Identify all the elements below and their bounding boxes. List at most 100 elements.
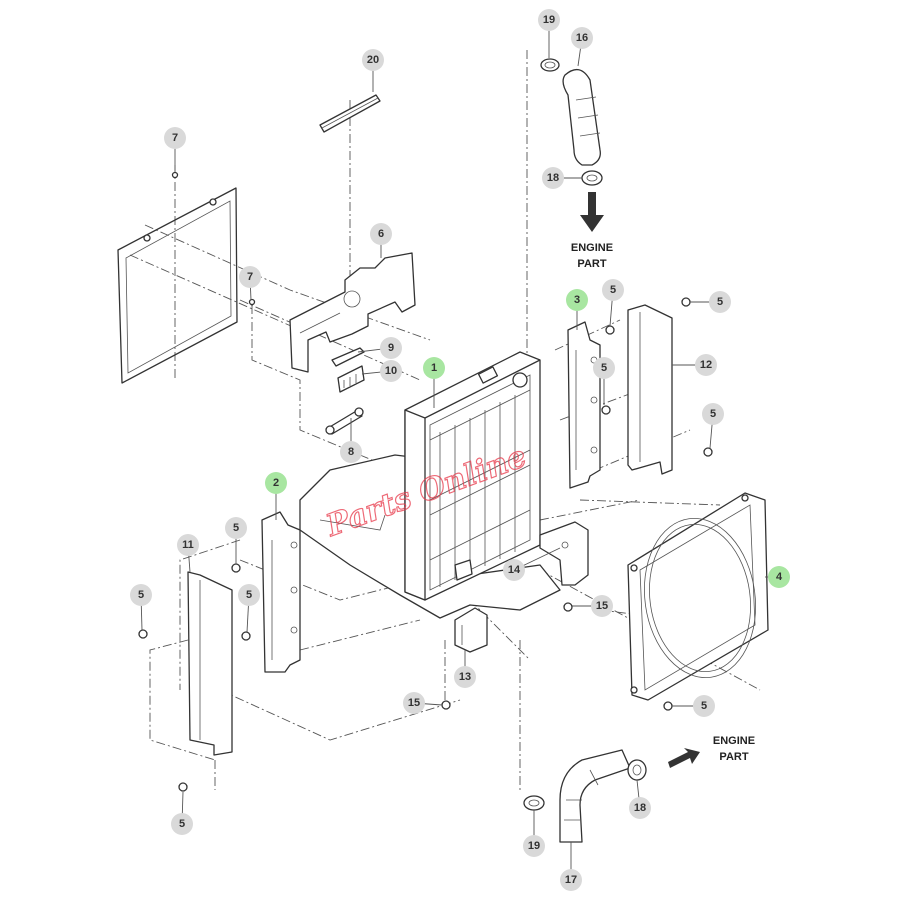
callout-15: 15 (403, 692, 443, 714)
callout-number: 7 (172, 132, 178, 144)
callout-bubble (591, 595, 613, 617)
callout-bubble (542, 167, 564, 189)
callout-number: 3 (574, 294, 580, 306)
callout-number: 18 (547, 172, 559, 184)
part-9-bracket (331, 347, 365, 367)
part-11-left-panel (187, 571, 233, 756)
callout-bubble (239, 266, 261, 288)
callout-18: 18 (629, 779, 651, 819)
callout-bubble (538, 9, 560, 31)
callout-bubble (571, 27, 593, 49)
callout-bubble (702, 403, 724, 425)
fasteners (138, 171, 713, 792)
callout-number: 10 (385, 365, 397, 377)
callout-5: 5 (130, 584, 152, 631)
callout-number: 17 (565, 874, 577, 886)
part-17-lower-hose (559, 749, 631, 843)
callout-number: 5 (246, 589, 252, 601)
callout-7: 7 (239, 266, 261, 301)
callout-bubble (177, 534, 199, 556)
engine-part-label-bottom-line2: PART (719, 751, 748, 763)
callout-bubble (560, 869, 582, 891)
callout-14: 14 (503, 547, 561, 581)
callout-number: 5 (179, 818, 185, 830)
callout-number: 6 (378, 228, 384, 240)
callout-bubble (566, 289, 588, 311)
callout-number: 1 (431, 362, 437, 374)
callout-5: 5 (702, 403, 724, 449)
callout-number: 15 (596, 600, 608, 612)
callout-number: 12 (700, 359, 712, 371)
callout-13: 13 (454, 650, 476, 688)
part-19-upper-clamp (540, 58, 560, 72)
callout-bubble (164, 127, 186, 149)
callout-bubble (593, 357, 615, 379)
callout-3: 3 (566, 289, 588, 330)
callout-4: 4 (765, 566, 790, 588)
callout-number: 2 (273, 477, 279, 489)
callout-bubble (602, 279, 624, 301)
callout-bubble (238, 584, 260, 606)
callout-bubble (171, 813, 193, 835)
part-4-fan-shroud (627, 492, 769, 701)
engine-part-label-top-line1: ENGINE (571, 242, 613, 254)
callout-bubble (340, 441, 362, 463)
callout-19: 19 (523, 810, 545, 857)
callout-number: 15 (408, 697, 420, 709)
callout-18: 18 (542, 167, 582, 189)
callout-10: 10 (361, 360, 402, 382)
callout-12: 12 (672, 354, 717, 376)
callout-number: 5 (138, 589, 144, 601)
arrow-right-icon (668, 748, 700, 768)
callout-number: 19 (528, 840, 540, 852)
part-19-lower-clamp (523, 795, 545, 811)
callout-17: 17 (560, 842, 582, 891)
callout-2: 2 (265, 472, 287, 520)
part-3-right-bracket (567, 321, 601, 489)
callout-bubble (629, 797, 651, 819)
callout-9: 9 (357, 337, 402, 359)
callout-bubble (695, 354, 717, 376)
part-20-seal-strip (319, 94, 381, 133)
callout-6: 6 (370, 223, 392, 258)
arrow-down-icon (580, 192, 604, 232)
callout-bubble (454, 666, 476, 688)
callout-number: 18 (634, 802, 646, 814)
callout-5: 5 (171, 791, 193, 835)
part-12-right-panel (627, 304, 673, 475)
callout-bubble (380, 360, 402, 382)
callout-bubble (370, 223, 392, 245)
engine-part-label-top-line2: PART (577, 258, 606, 270)
callout-number: 13 (459, 671, 471, 683)
callout-bubble (768, 566, 790, 588)
callout-number: 8 (348, 446, 354, 458)
part-18-upper-clamp (581, 170, 603, 186)
lower-base-plate (299, 454, 561, 619)
part-6-upper-bracket (289, 252, 416, 373)
callout-bubble (503, 559, 525, 581)
callout-bubble (523, 835, 545, 857)
part-13-bottom-bracket (454, 607, 488, 653)
callout-bubble (693, 695, 715, 717)
callout-number: 9 (388, 342, 394, 354)
callout-5: 5 (602, 279, 624, 327)
callout-number: 5 (701, 700, 707, 712)
part-upper-left-screen (117, 187, 238, 384)
callout-bubble (403, 692, 425, 714)
callout-bubble (225, 517, 247, 539)
callout-number: 4 (776, 571, 783, 583)
callout-number: 5 (717, 296, 723, 308)
callout-11: 11 (177, 534, 199, 573)
callout-7: 7 (164, 127, 186, 172)
callout-number: 5 (601, 362, 607, 374)
callout-bubble (362, 49, 384, 71)
callout-number: 14 (508, 564, 521, 576)
part-8-rod (325, 407, 364, 435)
engine-part-label-bottom-line1: ENGINE (713, 735, 755, 747)
callout-number: 16 (576, 32, 588, 44)
callout-number: 20 (367, 54, 379, 66)
part-10-clip (337, 365, 365, 393)
callout-number: 5 (233, 522, 239, 534)
